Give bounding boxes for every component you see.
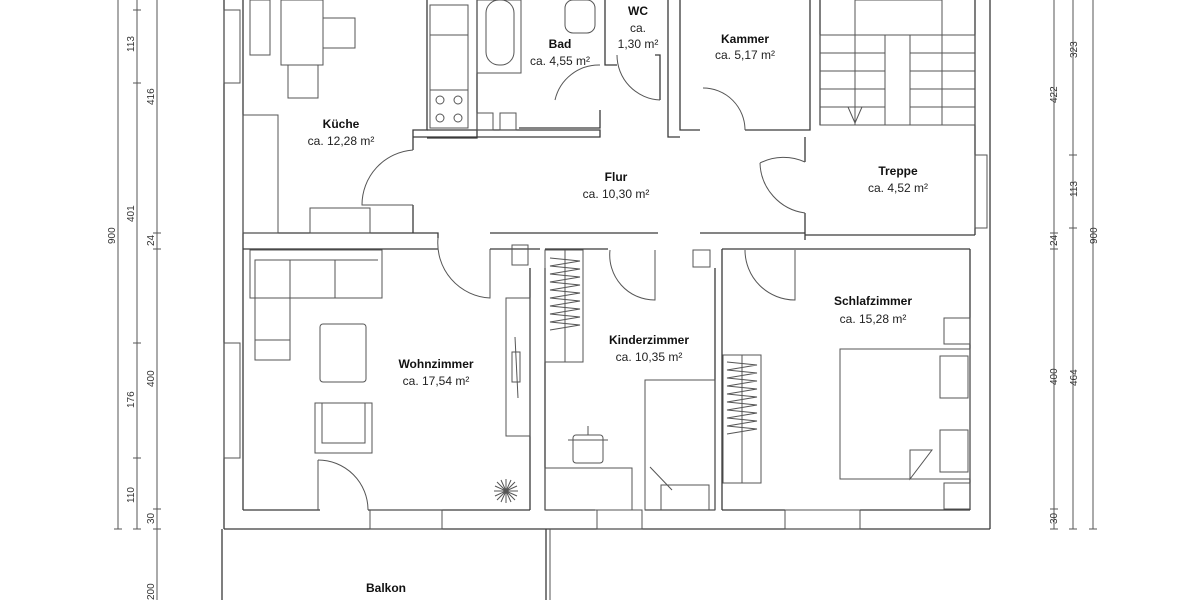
doors <box>317 54 806 511</box>
room-label-treppe: Treppe ca. 4,52 m² <box>868 164 928 195</box>
svg-text:Schlafzimmer: Schlafzimmer <box>834 294 912 308</box>
svg-text:1,30 m²: 1,30 m² <box>618 37 659 51</box>
dim-left-401: 401 <box>126 205 137 222</box>
room-label-kueche: Küche ca. 12,28 m² <box>308 117 375 148</box>
svg-text:ca. 5,17 m²: ca. 5,17 m² <box>715 48 775 62</box>
svg-text:Balkon: Balkon <box>366 581 406 595</box>
svg-text:ca. 10,35 m²: ca. 10,35 m² <box>616 350 683 364</box>
svg-text:Küche: Küche <box>323 117 360 131</box>
room-label-wc: WC ca. 1,30 m² <box>618 4 659 51</box>
svg-text:Kammer: Kammer <box>721 32 769 46</box>
svg-text:Wohnzimmer: Wohnzimmer <box>398 357 473 371</box>
double-bed-icon <box>839 348 971 480</box>
stove-icon <box>429 89 469 129</box>
dim-left-400: 400 <box>146 370 157 387</box>
kitchen-furniture <box>242 0 469 234</box>
dim-left-24: 24 <box>146 234 157 246</box>
room-label-bad: Bad ca. 4,55 m² <box>530 37 590 68</box>
room-label-flur: Flur ca. 10,30 m² <box>583 170 650 201</box>
balcony-outline <box>221 529 551 600</box>
pot-icon <box>568 426 608 464</box>
staircase <box>819 0 976 126</box>
bedroom-furniture <box>511 244 971 510</box>
stair-direction-arrow-icon <box>847 106 863 125</box>
internal-walls <box>243 0 975 530</box>
kids-room-furniture <box>544 249 716 511</box>
wardrobe-icon <box>544 249 584 363</box>
sink-icon <box>564 0 596 34</box>
room-label-wohnzimmer: Wohnzimmer ca. 17,54 m² <box>398 357 473 388</box>
room-label-balkon: Balkon ca. 10,00 m² <box>353 581 420 600</box>
svg-text:Flur: Flur <box>605 170 628 184</box>
bathtub-icon <box>476 0 522 74</box>
svg-text:Kinderzimmer: Kinderzimmer <box>609 333 689 347</box>
room-label-kinderzimmer: Kinderzimmer ca. 10,35 m² <box>609 333 689 364</box>
bathroom-fixtures <box>476 0 596 131</box>
desk-icon <box>544 467 633 511</box>
dim-right-400: 400 <box>1049 368 1060 385</box>
room-label-schlafzimmer: Schlafzimmer ca. 15,28 m² <box>834 294 912 326</box>
coffee-table-icon <box>319 323 367 383</box>
outer-walls <box>223 0 991 530</box>
dim-left-900: 900 <box>107 227 118 244</box>
dim-left-416: 416 <box>146 88 157 105</box>
svg-text:ca. 12,28 m²: ca. 12,28 m² <box>308 134 375 148</box>
tv-cabinet-icon <box>505 297 531 437</box>
dimension-lines-right: 323 422 113 24 900 400 464 30 <box>1049 0 1100 530</box>
dim-left-200: 200 <box>146 583 157 600</box>
svg-text:ca. 10,00 m²: ca. 10,00 m² <box>353 598 420 600</box>
dim-left-113: 113 <box>126 36 137 52</box>
svg-text:ca. 4,55 m²: ca. 4,55 m² <box>530 54 590 68</box>
svg-text:ca. 15,28 m²: ca. 15,28 m² <box>840 312 907 326</box>
svg-text:ca. 17,54 m²: ca. 17,54 m² <box>403 374 470 388</box>
kids-bed-icon <box>644 379 716 511</box>
dim-left-110: 110 <box>126 487 137 503</box>
dim-right-113: 113 <box>1069 181 1080 197</box>
plant-icon <box>494 479 518 503</box>
svg-text:Bad: Bad <box>549 37 572 51</box>
svg-text:ca.: ca. <box>630 21 646 35</box>
dim-right-422: 422 <box>1049 86 1060 103</box>
svg-text:ca. 10,30 m²: ca. 10,30 m² <box>583 187 650 201</box>
armchair-icon <box>314 402 373 454</box>
dim-right-24: 24 <box>1049 234 1060 246</box>
living-room-furniture <box>249 249 531 503</box>
svg-text:WC: WC <box>628 4 648 18</box>
room-label-kammer: Kammer ca. 5,17 m² <box>715 32 775 62</box>
dim-right-900: 900 <box>1089 227 1100 244</box>
dim-left-176: 176 <box>126 391 137 408</box>
dim-left-30: 30 <box>146 512 157 524</box>
dim-right-464: 464 <box>1069 369 1080 386</box>
svg-text:Treppe: Treppe <box>878 164 918 178</box>
dimension-lines-left: 113 416 401 900 24 400 176 110 30 200 <box>107 0 161 600</box>
dim-right-30: 30 <box>1049 512 1060 524</box>
dim-right-323: 323 <box>1069 41 1080 58</box>
svg-text:ca. 4,52 m²: ca. 4,52 m² <box>868 181 928 195</box>
